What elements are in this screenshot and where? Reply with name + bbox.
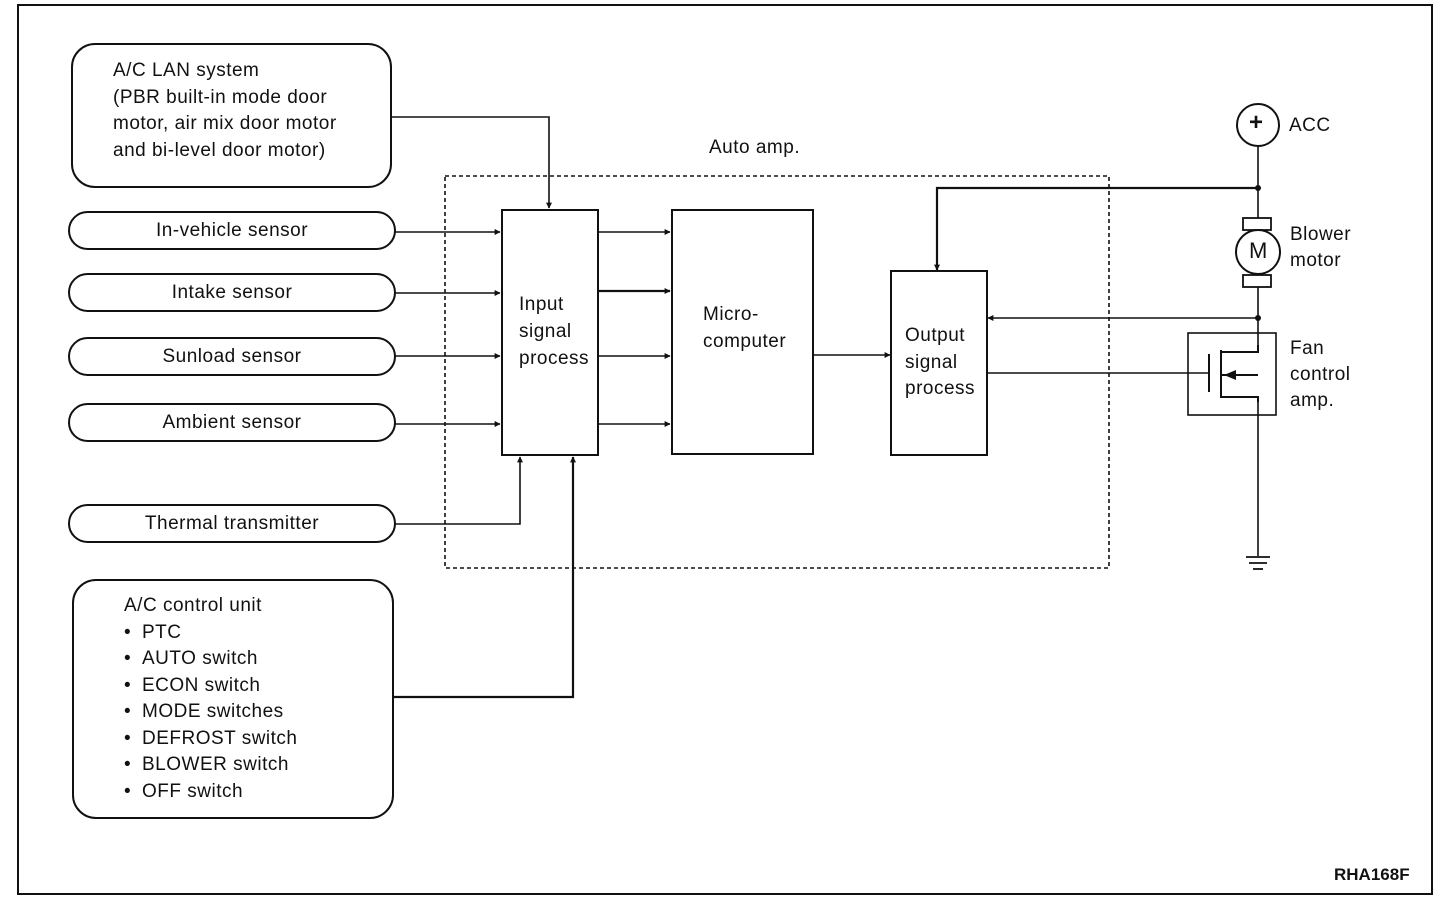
output-signal-process-block: Output signal process — [890, 270, 988, 456]
blower-motor-label: Blower — [1290, 224, 1352, 245]
input-block-line: signal — [519, 321, 572, 342]
control-unit-title: A/C control unit — [124, 595, 262, 616]
acc-supply-icon — [1236, 103, 1280, 147]
control-unit-item: DEFROST switch — [124, 726, 392, 753]
acc-plus-symbol: + — [1249, 109, 1264, 136]
fan-amp-label: Fan — [1290, 338, 1325, 359]
thermal-transmitter-label: Thermal transmitter — [144, 512, 320, 534]
input-block-line: process — [519, 348, 590, 369]
thermal-wire — [395, 456, 523, 525]
ambient-sensor-label: Ambient sensor — [162, 411, 302, 433]
fan-amp-label: control — [1290, 364, 1351, 385]
lan-system-line: (PBR built-in mode door — [113, 86, 328, 108]
fan-amp-box — [1187, 332, 1277, 416]
motor-junction — [1255, 315, 1261, 321]
acc-junction — [1255, 185, 1261, 191]
lan-system-line: motor, air mix door motor — [113, 113, 337, 134]
fan-amp-label: amp. — [1290, 390, 1335, 411]
control-unit-item: MODE switches — [124, 699, 392, 726]
figure-code: RHA168F — [1334, 865, 1410, 884]
acc-feedback-wire — [934, 186, 1258, 271]
output-block-line: Output — [905, 325, 966, 346]
control-unit-item: ECON switch — [124, 673, 392, 700]
intake-sensor-box: Intake sensor — [68, 273, 396, 312]
lan-system-title: A/C LAN system — [113, 60, 260, 81]
control-unit-item: PTC — [124, 620, 392, 647]
intake-sensor-label: Intake sensor — [171, 281, 293, 303]
blower-motor-symbol: M — [1249, 238, 1268, 263]
motor-brush-bottom — [1242, 274, 1272, 288]
micro-block-line: computer — [703, 331, 787, 352]
ambient-sensor-box: Ambient sensor — [68, 403, 396, 442]
auto-amp-boundary — [444, 175, 1110, 569]
control-unit-box: A/C control unit PTC AUTO switch ECON sw… — [72, 579, 394, 819]
output-block-line: signal — [905, 352, 958, 373]
blower-motor-label: motor — [1290, 250, 1342, 271]
input-signal-process-block: Input signal process — [501, 209, 599, 456]
lan-system-line: and bi-level door motor) — [113, 139, 326, 161]
thermal-transmitter-box: Thermal transmitter — [68, 504, 396, 543]
control-unit-item: AUTO switch — [124, 646, 392, 673]
ground-icon — [1246, 556, 1270, 570]
sunload-sensor-label: Sunload sensor — [162, 345, 302, 367]
control-unit-wire — [392, 456, 576, 699]
blower-motor-icon — [1235, 229, 1281, 275]
lan-system-box: A/C LAN system (PBR built-in mode door m… — [71, 43, 392, 188]
lan-to-input-wire — [392, 116, 552, 209]
diagram-frame — [17, 4, 1433, 895]
input-block-line: Input — [519, 294, 564, 315]
mosfet-arrow-icon — [1224, 370, 1236, 380]
acc-label: ACC — [1289, 115, 1331, 136]
control-unit-item: BLOWER switch — [124, 752, 392, 779]
in-vehicle-sensor-box: In-vehicle sensor — [68, 211, 396, 250]
auto-amp-label: Auto amp. — [709, 137, 801, 158]
in-vehicle-sensor-label: In-vehicle sensor — [155, 219, 309, 241]
sunload-sensor-box: Sunload sensor — [68, 337, 396, 376]
control-unit-item: OFF switch — [124, 779, 392, 806]
control-unit-list: PTC AUTO switch ECON switch MODE switche… — [124, 620, 392, 806]
micro-block-line: Micro- — [703, 304, 759, 325]
output-block-line: process — [905, 378, 976, 399]
microcomputer-block: Micro- computer — [671, 209, 814, 455]
